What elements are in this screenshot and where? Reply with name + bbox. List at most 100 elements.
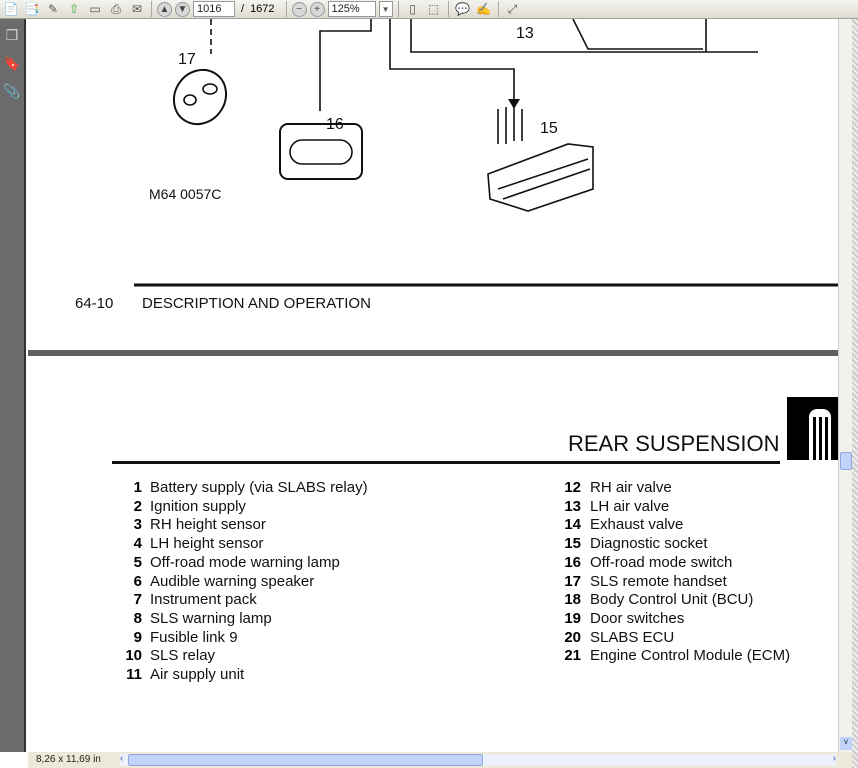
legend-item: Off-road mode warning lamp: [150, 553, 340, 571]
wire: [410, 19, 758, 53]
next-page-button[interactable]: ▼: [175, 1, 190, 17]
legend-number: 11: [126, 666, 142, 683]
legend-item: Diagnostic socket: [590, 535, 708, 553]
legend-number: 17: [564, 572, 581, 590]
toolbar: 📄 📑 ✎ ⇧ ▭ ⎙ ✉ ▲ ▼ 1016 / 1672 − + 125% ▼…: [0, 0, 858, 19]
switch-button-shape: [289, 139, 353, 165]
vertical-scroll-thumb[interactable]: [840, 452, 852, 470]
print-icon[interactable]: ⎙: [111, 1, 121, 16]
legend-number: 4: [133, 535, 142, 553]
scroll-down-button[interactable]: v: [840, 737, 852, 750]
legend-item: Exhaust valve: [590, 516, 684, 534]
legend-number: 19: [564, 609, 581, 627]
title-rule: [112, 461, 780, 464]
connector-pins: [497, 158, 591, 200]
expand-icon[interactable]: ⤢: [507, 1, 518, 16]
page-separator: /: [241, 3, 245, 15]
separator: [397, 1, 399, 17]
comment-icon[interactable]: 💬: [455, 2, 471, 16]
connector-wires: [497, 107, 523, 144]
legend-item: RH height sensor: [150, 516, 266, 534]
legend-number: 21: [564, 647, 581, 665]
separator: [447, 1, 449, 17]
zoom-in-button[interactable]: +: [309, 1, 325, 17]
legend-item: SLABS ECU: [590, 628, 675, 646]
upload-icon[interactable]: ⇧: [68, 2, 80, 16]
zoom-dropdown-icon[interactable]: ▼: [378, 1, 393, 17]
status-bar: 8,26 x 11,69 in ‹ ›: [28, 752, 852, 768]
page-gap: [28, 350, 838, 356]
legend-item: Air supply unit: [150, 666, 245, 683]
legend-item: LH height sensor: [150, 535, 264, 553]
legend-number: 20: [564, 628, 581, 646]
attachments-icon[interactable]: 📎: [3, 83, 21, 99]
footer-section: DESCRIPTION AND OPERATION: [142, 295, 371, 312]
legend-number: 7: [133, 591, 142, 609]
legend-item: Off-road mode switch: [590, 553, 733, 571]
section-title: REAR SUSPENSION: [568, 431, 780, 456]
horizontal-scrollbar[interactable]: ‹ ›: [120, 753, 836, 766]
page-total: 1672: [250, 3, 275, 15]
legend-item: SLS remote handset: [590, 572, 727, 590]
legend-item: RH air valve: [590, 479, 672, 496]
legend-number: 14: [564, 516, 581, 534]
combine-files-icon[interactable]: 📑: [24, 2, 40, 16]
section-tab-icon: [787, 397, 838, 460]
legend-number: 9: [133, 628, 142, 646]
legend-item: Fusible link 9: [150, 628, 238, 646]
scroll-right-button[interactable]: ›: [832, 753, 836, 764]
navigation-sidebar: ❐ 🔖 📎: [0, 19, 26, 752]
page-number-input[interactable]: 1016: [193, 1, 235, 17]
email-icon[interactable]: ✉: [131, 2, 143, 16]
legend-number: 10: [125, 647, 142, 665]
legend-item: Body Control Unit (BCU): [590, 591, 754, 609]
previous-page-button[interactable]: ▲: [157, 1, 172, 17]
connector-shape: [487, 143, 594, 212]
save-icon[interactable]: ▭: [89, 2, 101, 16]
page-size: 8,26 x 11,69 in: [36, 754, 101, 765]
legend-item: Audible warning speaker: [150, 572, 315, 590]
horizontal-scroll-thumb[interactable]: [128, 754, 483, 766]
legend-number: 1: [133, 479, 142, 496]
legend-item: Engine Control Module (ECM): [590, 647, 791, 665]
label-17: 17: [178, 51, 196, 68]
separator: [285, 1, 287, 17]
separator: [497, 1, 499, 17]
remote-handset-shape: [172, 68, 228, 126]
legend-item: Battery supply (via SLABS relay): [150, 479, 368, 496]
legend-number: 6: [133, 572, 142, 590]
vertical-scrollbar[interactable]: v: [838, 19, 852, 752]
button-shape: [183, 94, 197, 106]
legend-number: 5: [133, 553, 142, 571]
legend-number: 18: [564, 591, 581, 609]
legend-item: Ignition supply: [150, 497, 246, 515]
wiring-diagram: 17 16 15 13 M64 0057C: [134, 19, 838, 287]
fit-page-icon[interactable]: ▯: [409, 2, 416, 16]
legend-item: Instrument pack: [150, 591, 257, 609]
pages-icon[interactable]: ❐: [5, 27, 19, 43]
legend-number: 3: [133, 516, 142, 534]
edit-icon[interactable]: ✎: [47, 2, 59, 16]
highlight-icon[interactable]: ✍: [476, 2, 492, 16]
zoom-out-button[interactable]: −: [291, 1, 307, 17]
separator: [151, 1, 152, 17]
zoom-select[interactable]: 125%: [327, 1, 376, 17]
document-view[interactable]: 17 16 15 13 M64 0057C 64-10 DESCRIPTION …: [28, 19, 838, 752]
legend-number: 13: [564, 497, 581, 515]
wire: [319, 19, 372, 111]
air-valve-shape: [572, 19, 703, 50]
bookmarks-icon[interactable]: 🔖: [3, 55, 21, 71]
label-16: 16: [326, 116, 344, 133]
fit-width-icon[interactable]: ⬚: [427, 2, 440, 16]
legend-number: 16: [564, 553, 581, 571]
legend-number: 2: [133, 497, 142, 515]
label-13: 13: [516, 25, 534, 42]
switch-shape: [279, 123, 363, 180]
scroll-left-button[interactable]: ‹: [120, 753, 124, 764]
legend-item: SLS relay: [150, 647, 216, 665]
legend-number: 8: [133, 609, 142, 627]
wire: [389, 19, 515, 104]
arrow-head: [508, 99, 520, 109]
create-pdf-icon[interactable]: 📄: [3, 2, 19, 16]
legend-item: Door switches: [590, 609, 685, 627]
